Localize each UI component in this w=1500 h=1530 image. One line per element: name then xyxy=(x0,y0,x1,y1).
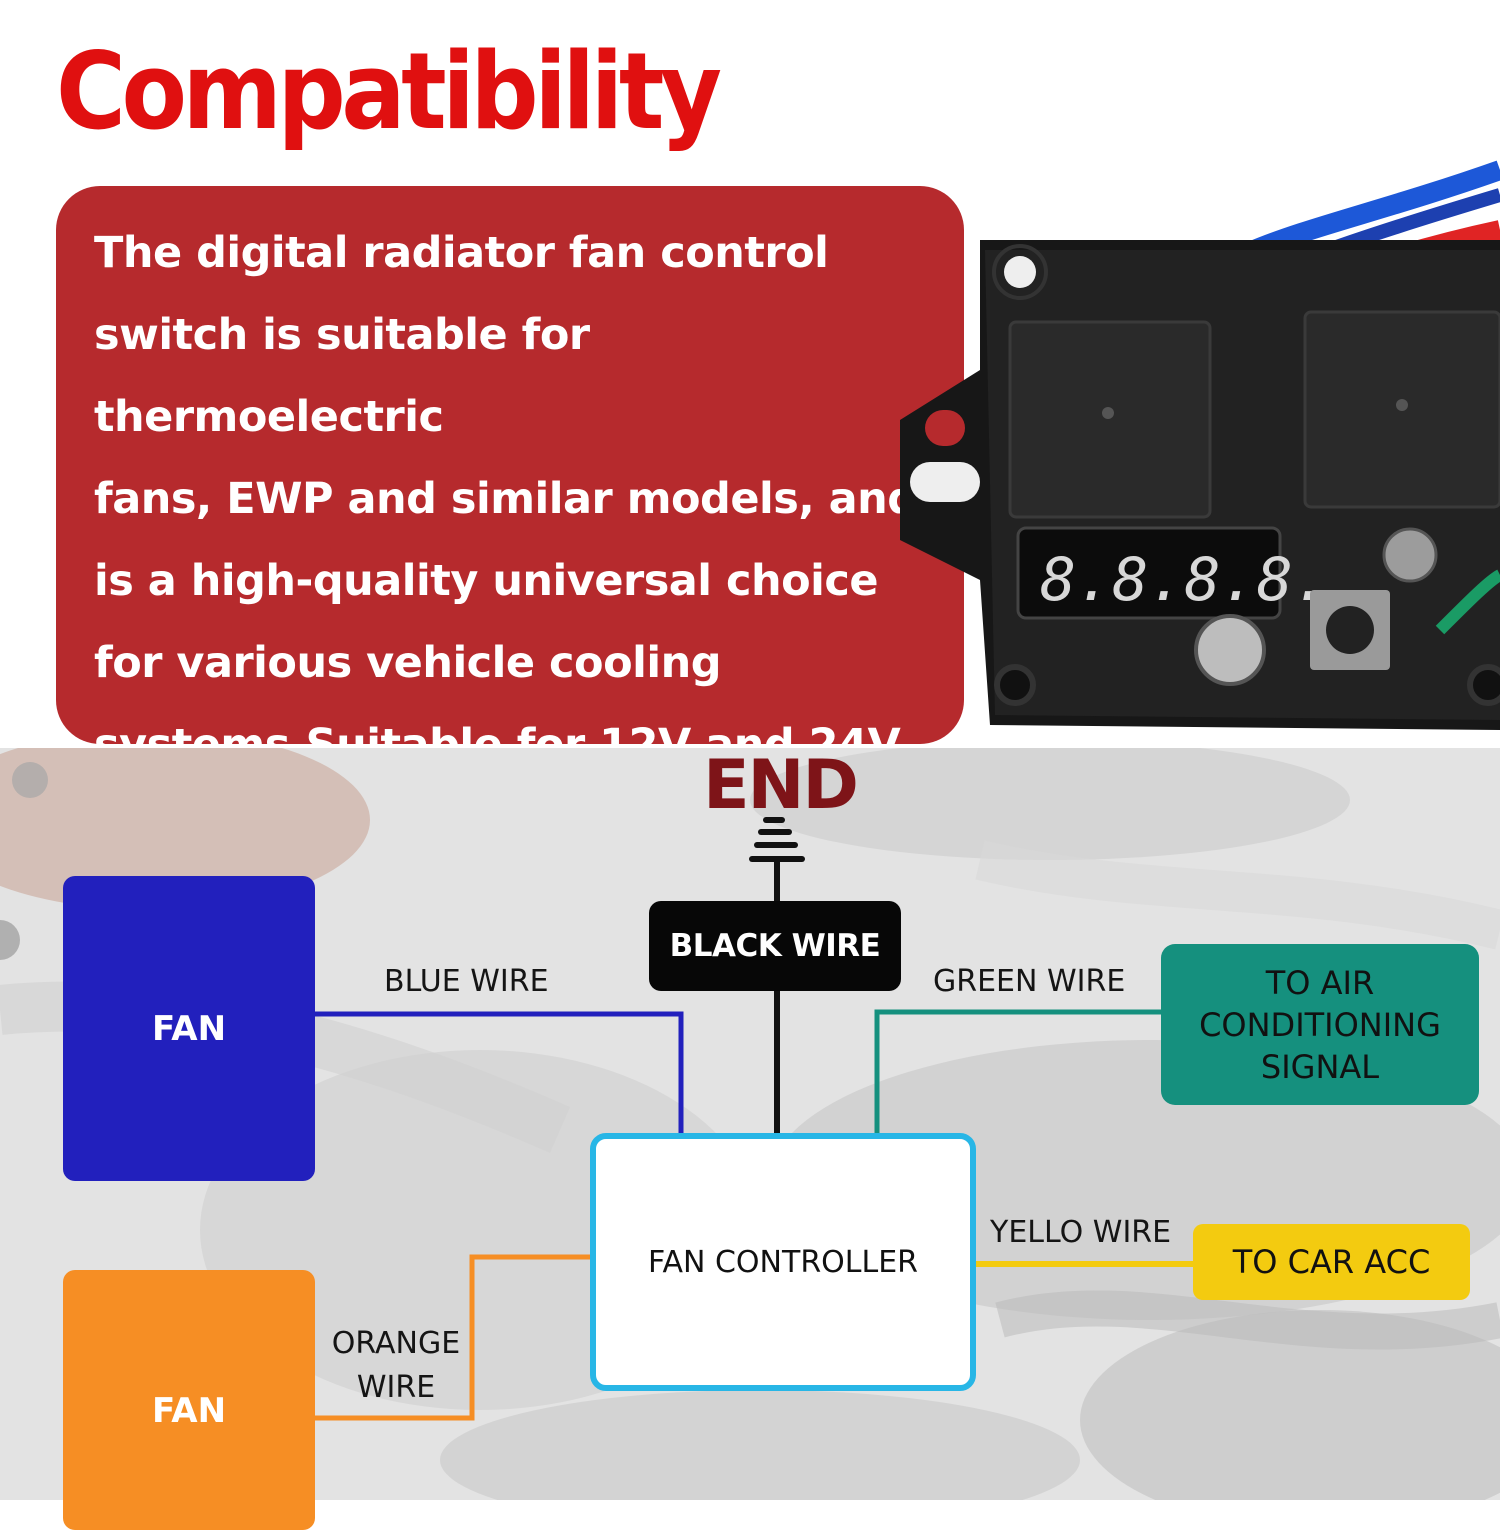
orange-wire-line xyxy=(315,1254,590,1421)
black-wire-label: BLACK WIRE xyxy=(669,928,881,964)
ac-signal-label: TO AIR xyxy=(1265,963,1375,1002)
fan-label: FAN xyxy=(151,1391,227,1431)
fan-controller-box: FAN CONTROLLER xyxy=(590,1133,976,1391)
fan-box-bottom: FAN xyxy=(63,1270,315,1530)
description-line: fans, EWP and similar models, and xyxy=(94,474,918,524)
page-title: Compatibility xyxy=(56,30,722,153)
ac-signal-label: CONDITIONING xyxy=(1199,1005,1441,1044)
fan-label: FAN xyxy=(151,1008,227,1049)
description-line: for various vehicle cooling xyxy=(94,638,722,688)
controller-label: FAN CONTROLLER xyxy=(647,1244,918,1280)
blue-wire-label: BLUE WIRE xyxy=(384,964,549,999)
car-acc-box: TO CAR ACC xyxy=(1193,1224,1470,1300)
car-acc-label: TO CAR ACC xyxy=(1232,1243,1431,1281)
end-label: END xyxy=(703,746,859,825)
ac-signal-label: SIGNAL xyxy=(1260,1047,1380,1086)
description-line: The digital radiator fan control xyxy=(94,228,829,278)
green-wire-line xyxy=(874,1009,1161,1133)
segment-display: 8.8.8.8. xyxy=(1040,545,1329,615)
orange-wire-label: ORANGE WIRE xyxy=(322,1322,470,1410)
blue-wire-line xyxy=(315,1011,684,1133)
ground-symbol xyxy=(749,817,805,862)
green-wire-label: GREEN WIRE xyxy=(933,964,1126,999)
orange-wire-label-line: WIRE xyxy=(356,1370,436,1405)
black-wire-box: BLACK WIRE xyxy=(649,901,901,991)
description-line: is a high-quality universal choice xyxy=(94,556,879,606)
fan-box-top: FAN xyxy=(63,876,315,1181)
description-panel: The digital radiator fan control switch … xyxy=(56,186,964,770)
description-line: switch is suitable for thermoelectric xyxy=(94,310,590,442)
description-text: The digital radiator fan control switch … xyxy=(94,212,934,786)
yellow-wire-label: YELLO WIRE xyxy=(990,1215,1172,1250)
orange-wire-label-line: ORANGE xyxy=(331,1326,461,1361)
fan-controller-photo: 8.8.8.8. xyxy=(900,160,1500,730)
ac-signal-box: TO AIR CONDITIONING SIGNAL xyxy=(1161,944,1479,1105)
